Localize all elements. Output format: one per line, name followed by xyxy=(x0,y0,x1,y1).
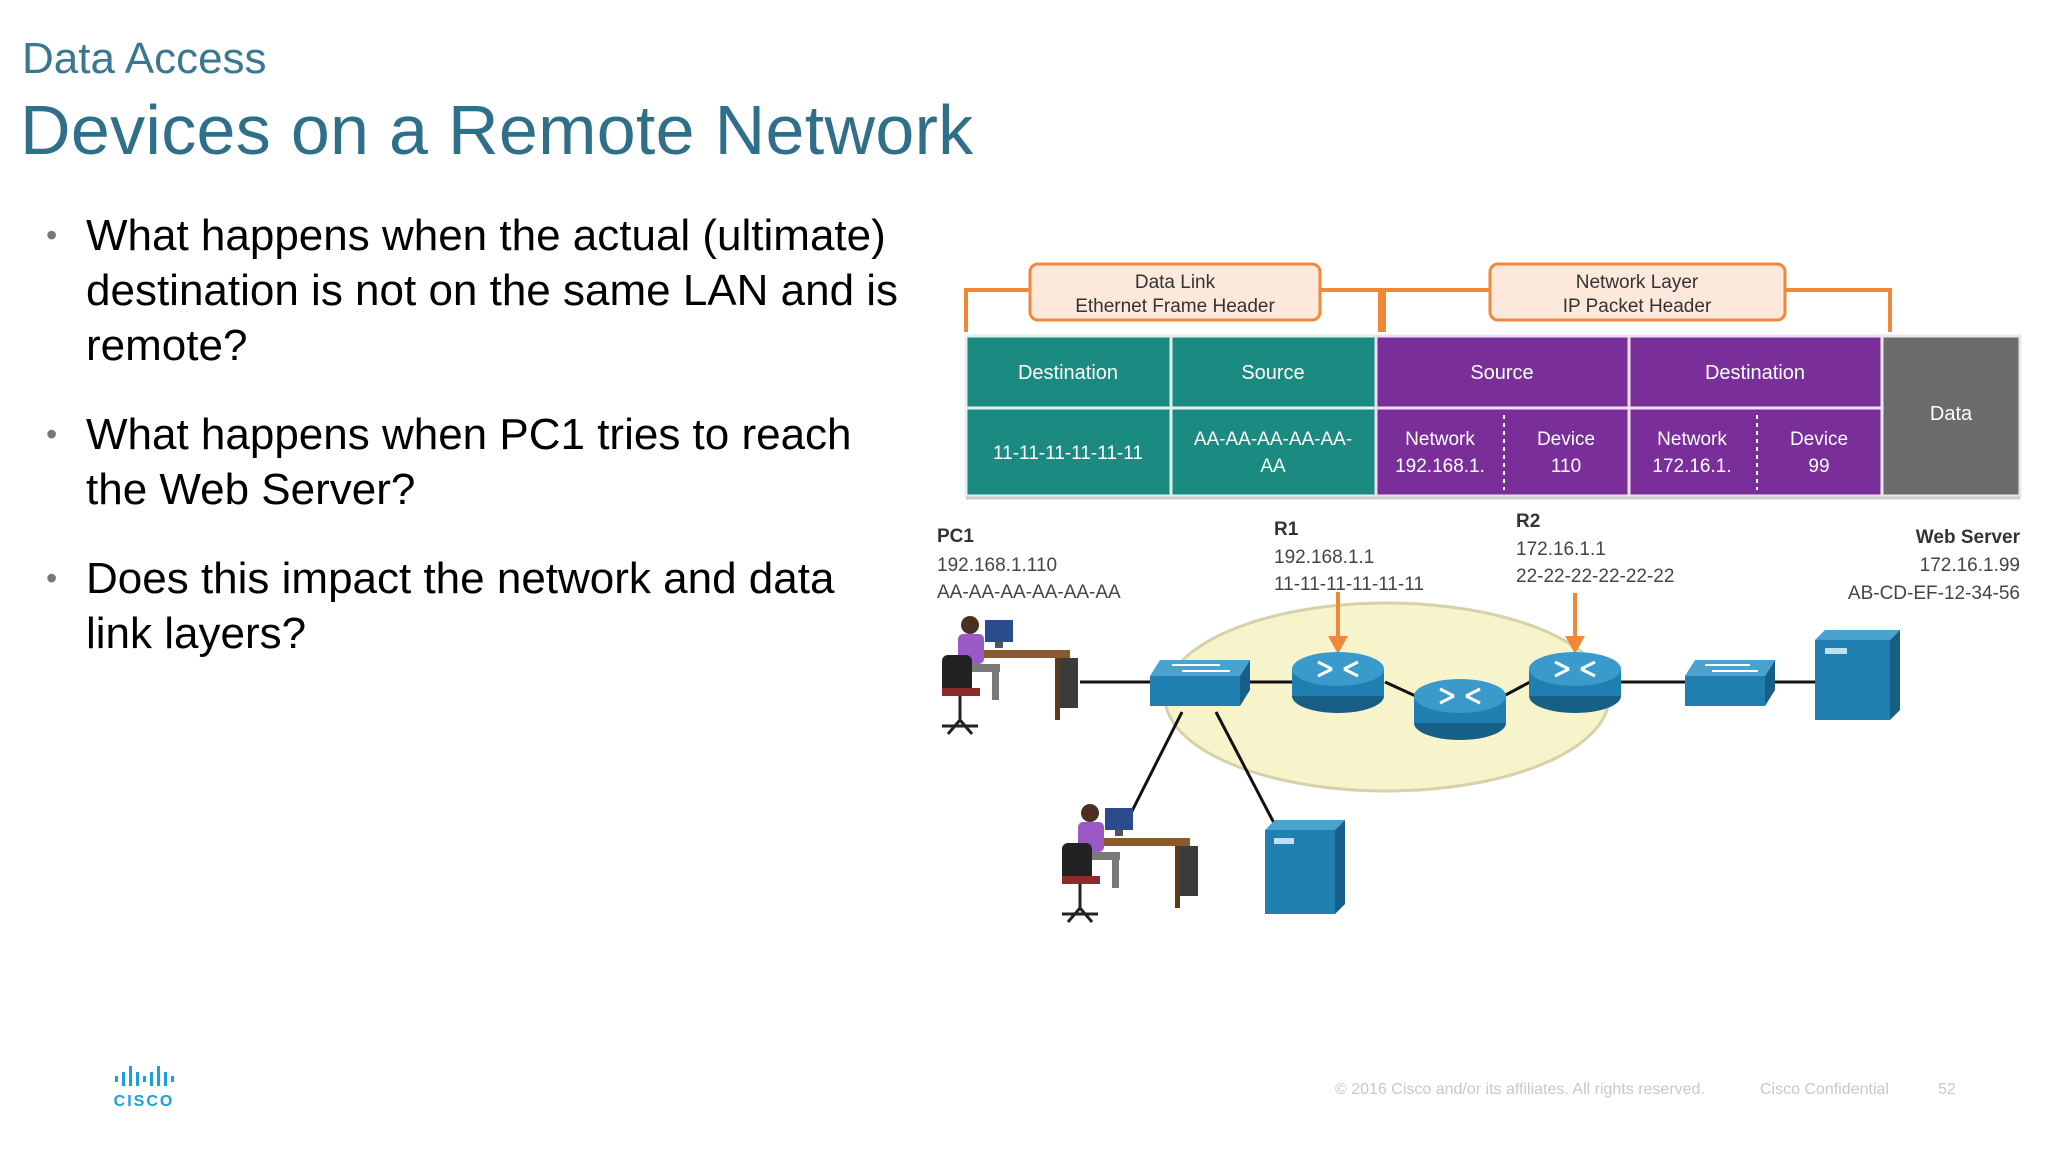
webserver-mac: AB-CD-EF-12-34-56 xyxy=(1848,583,2020,604)
bullet-list: • What happens when the actual (ultimate)… xyxy=(40,208,900,695)
dst-network-label: Network xyxy=(1657,429,1727,450)
pc1-mac: AA-AA-AA-AA-AA-AA xyxy=(937,582,1121,603)
cisco-logo: CISCO xyxy=(114,1066,175,1110)
bullet-item: • What happens when PC1 tries to reach th… xyxy=(40,407,900,517)
data-link-header-line2: Ethernet Frame Header xyxy=(1075,296,1275,317)
workstation-icon xyxy=(1062,804,1198,923)
dst-network-value: 172.16.1. xyxy=(1652,456,1731,477)
src-network-value: 192.168.1. xyxy=(1395,456,1485,477)
src-device-value: 110 xyxy=(1551,456,1581,477)
bullet-item: • What happens when the actual (ultimate)… xyxy=(40,208,900,373)
r1-mac: 11-11-11-11-11-11 xyxy=(1274,574,1424,595)
bullet-dot-icon: • xyxy=(46,217,58,253)
bullet-dot-icon: • xyxy=(46,560,58,596)
src-network-label: Network xyxy=(1405,429,1475,450)
webserver-name: Web Server xyxy=(1916,527,2021,548)
dl-src-value-line2: AA xyxy=(1260,456,1286,477)
section-title: Data Access xyxy=(22,34,267,83)
frame-table xyxy=(964,334,2022,500)
network-diagram: Data Link Ethernet Frame Header Network … xyxy=(937,262,2022,923)
router-icon xyxy=(1529,652,1621,713)
slide-title: Devices on a Remote Network xyxy=(20,91,974,169)
switch-icon xyxy=(1685,660,1775,706)
dl-source-label: Source xyxy=(1241,362,1304,384)
dst-device-value: 99 xyxy=(1808,456,1829,477)
r2-name: R2 xyxy=(1516,511,1540,532)
header-brackets xyxy=(964,288,1892,332)
web-server-icon xyxy=(1815,630,1900,720)
data-link-header-box xyxy=(1028,262,1322,322)
ip-destination-label: Destination xyxy=(1705,362,1805,384)
ip-source-label: Source xyxy=(1470,362,1533,384)
network-header-line1: Network Layer xyxy=(1576,272,1699,293)
r1-name: R1 xyxy=(1274,519,1299,540)
dst-device-label: Device xyxy=(1790,429,1848,450)
bullet-item: • Does this impact the network and data l… xyxy=(40,551,900,661)
footer-confidential: Cisco Confidential xyxy=(1760,1081,1889,1098)
pc1-ip: 192.168.1.110 xyxy=(937,555,1057,576)
bullet-text: What happens when PC1 tries to reach the… xyxy=(86,410,852,514)
dl-src-value-line1: AA-AA-AA-AA-AA- xyxy=(1194,429,1352,450)
network-header-box xyxy=(1488,262,1787,322)
pc1-name: PC1 xyxy=(937,526,974,547)
router-icon xyxy=(1414,679,1506,740)
network-header-line2: IP Packet Header xyxy=(1563,296,1712,317)
dl-dest-value: 11-11-11-11-11-11 xyxy=(993,443,1143,464)
bullet-text: What happens when the actual (ultimate) … xyxy=(86,211,899,370)
data-link-header-line1: Data Link xyxy=(1135,272,1216,293)
bullet-text: Does this impact the network and data li… xyxy=(86,554,835,658)
server-icon xyxy=(1265,820,1345,914)
switch-icon xyxy=(1150,660,1250,706)
cisco-logo-text: CISCO xyxy=(114,1093,175,1110)
router-icon xyxy=(1292,652,1384,713)
webserver-ip: 172.16.1.99 xyxy=(1920,555,2020,576)
r2-mac: 22-22-22-22-22-22 xyxy=(1516,566,1674,587)
r2-ip: 172.16.1.1 xyxy=(1516,539,1606,560)
pc1-workstation-icon xyxy=(942,616,1078,735)
src-device-label: Device xyxy=(1537,429,1595,450)
bullet-dot-icon: • xyxy=(46,416,58,452)
footer-copyright: © 2016 Cisco and/or its affiliates. All … xyxy=(1335,1081,1705,1098)
pointer-arrows xyxy=(1328,592,1585,654)
dl-destination-label: Destination xyxy=(1018,362,1118,384)
data-label: Data xyxy=(1930,403,1973,425)
page-number: 52 xyxy=(1938,1081,1956,1098)
r1-ip: 192.168.1.1 xyxy=(1274,547,1374,568)
